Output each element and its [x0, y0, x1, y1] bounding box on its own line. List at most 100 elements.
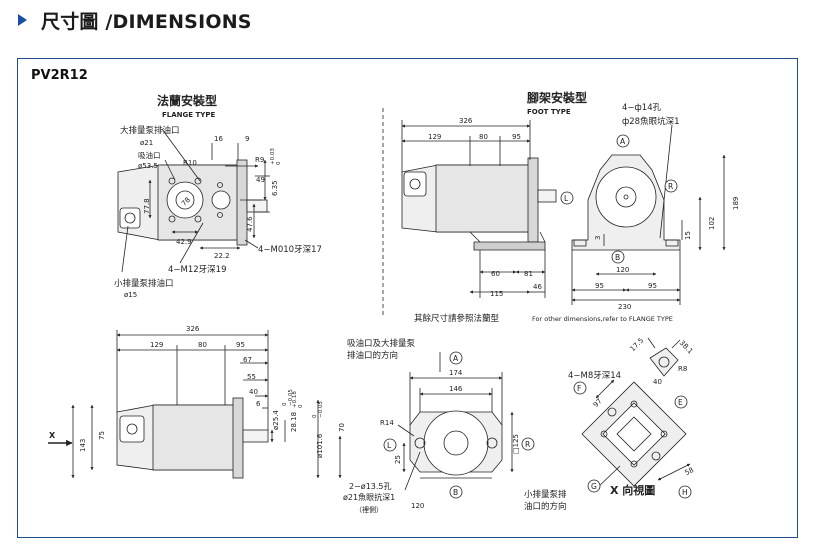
r10-label: R10 [183, 159, 197, 167]
side-dim-70: 70 [338, 423, 346, 432]
front-marker-r: R [525, 440, 530, 449]
d15-label: ø15 [124, 291, 137, 299]
foot-dim-60: 60 [491, 270, 500, 278]
foot-dim-230: 230 [618, 303, 631, 311]
foot-note-en: For other dimensions,refer to FLANGE TYP… [532, 315, 673, 323]
foot-note-cn: 其餘尺寸請參照法蘭型 [414, 313, 500, 324]
xview-dim-58: 58 [684, 466, 696, 477]
inlet-label: 吸油口 [138, 150, 161, 160]
foot-marker-a: A [620, 137, 626, 146]
side-dim-25-4: ø25.4 [272, 410, 280, 430]
side-labels: 326 129 80 95 67 55 40 6 ø25.4 0−0.05 28… [49, 325, 346, 458]
foot-counterbore-label: ф28魚眼坑深1 [622, 116, 680, 127]
front-dim-174: 174 [449, 369, 463, 377]
side-dim-55: 55 [247, 373, 256, 381]
front-back-label: （裡側） [355, 505, 383, 514]
xview-marker-g-circle [587, 479, 601, 493]
front-marker-l: L [387, 441, 392, 450]
side-dim-40: 40 [249, 388, 258, 396]
xview-small-outlet-label: 小排量泵排 [524, 489, 567, 500]
flange-title-cn: 法蘭安裝型 [157, 93, 217, 108]
side-dim-101-6: ø101.6 [316, 433, 324, 458]
xview-labels: 4−M8牙深14 17.5 38.1 R8 40 97 58 F E G H X… [524, 337, 695, 512]
xview-dim-38-1: 38.1 [678, 339, 695, 356]
front-marker-r-circle [521, 437, 535, 451]
foot-dim-115: 115 [490, 290, 503, 298]
foot-dim-15: 15 [684, 231, 692, 240]
dim-78: 78 [180, 196, 192, 208]
side-tol-1: 0−0.05 [282, 389, 294, 406]
foot-dim-81: 81 [524, 270, 533, 278]
front-marker-b: B [453, 488, 458, 497]
foot-type-view [382, 108, 726, 318]
m12-label: 4−M12牙深19 [168, 265, 227, 275]
foot-dim-80: 80 [479, 133, 488, 141]
side-x-label: X [49, 431, 56, 440]
xview-marker-h: H [682, 488, 688, 497]
dim-49: 49 [256, 176, 265, 184]
foot-dim-326: 326 [459, 117, 473, 125]
side-tol-3: 0−0.05 [312, 401, 324, 418]
xview-marker-f-circle [573, 381, 587, 395]
small-outlet-label: 小排量泵排油口 [114, 278, 174, 289]
foot-labels: 腳架安裝型 FOOT TYPE 4−ф14孔 ф28魚眼坑深1 326 129 … [414, 90, 740, 324]
front-outlet-dir-label: 排油口的方向 [347, 350, 398, 361]
foot-dim-120: 120 [616, 266, 629, 274]
flange-type-view [117, 128, 270, 273]
xview-marker-g: G [591, 482, 597, 491]
model-number: PV2R12 [31, 68, 88, 83]
foot-dim-3: 3 [594, 236, 602, 240]
front-dim-25: 25 [394, 455, 402, 464]
front-marker-b-circle [449, 485, 463, 499]
foot-marker-r: R [668, 182, 673, 191]
dim-6-35: 6.35 [271, 180, 279, 196]
flange-title-en: FLANGE TYPE [162, 111, 215, 119]
xview-dim-40: 40 [653, 378, 662, 386]
front-dim-125: □125 [512, 434, 520, 454]
front-view [397, 352, 514, 491]
flange-labels: 法蘭安裝型 FLANGE TYPE 大排量泵排油口 ø21 吸油口 ø53.5 … [114, 93, 322, 299]
side-dim-143: 143 [79, 439, 87, 452]
side-dim-80: 80 [198, 341, 207, 349]
front-labels: 吸油口及大排量泵 排油口的方向 A 174 146 R14 L R □125 2… [343, 338, 535, 514]
xview-marker-h-circle [678, 485, 692, 499]
xview-r8: R8 [678, 365, 687, 373]
front-counterbore-label: ø21魚眼抗深1 [343, 492, 395, 502]
xview-marker-e: E [678, 398, 683, 407]
foot-dim-95b: 95 [648, 282, 657, 290]
foot-marker-b-circle [611, 250, 625, 264]
triangle-bullet-icon [18, 14, 27, 26]
m10-label: 4−M010牙深17 [258, 245, 322, 255]
section-title: 尺寸圖 /DIMENSIONS [41, 10, 252, 33]
dim-22-2: 22.2 [214, 252, 230, 260]
foot-marker-l-circle [560, 191, 574, 205]
dim-77-8: 77.8 [143, 198, 151, 214]
side-dim-28-18: 28.18 [290, 412, 298, 432]
xview-title: X 向視圖 [610, 483, 655, 497]
side-dim-67: 67 [243, 356, 252, 364]
side-dim-6: 6 [256, 400, 261, 408]
x-direction-view [581, 337, 691, 491]
foot-dim-189: 189 [732, 197, 740, 210]
side-tol-2: +0.180 [292, 391, 304, 408]
xview-marker-f: F [577, 384, 581, 393]
dim-42-9: 42.9 [176, 238, 192, 246]
dim-47-6: 47.6 [246, 216, 254, 232]
foot-marker-r-circle [664, 179, 678, 193]
r9-label: R9 [255, 156, 264, 164]
front-dim-120: 120 [411, 502, 424, 510]
foot-marker-b: B [615, 253, 620, 262]
foot-marker-a-circle [616, 134, 630, 148]
dim-9: 9 [245, 135, 249, 143]
dim-16: 16 [214, 135, 223, 143]
xview-m8-label: 4−M8牙深14 [568, 371, 621, 381]
side-dim-129: 129 [150, 341, 163, 349]
front-inlet-label: 吸油口及大排量泵 [347, 338, 416, 349]
tol-r9: +0.030 [270, 148, 282, 165]
front-marker-l-circle [383, 438, 397, 452]
foot-title-cn: 腳架安裝型 [527, 90, 587, 105]
foot-dim-95a: 95 [595, 282, 604, 290]
xview-dim-17-5: 17.5 [629, 337, 646, 354]
front-marker-a-circle [449, 351, 463, 365]
